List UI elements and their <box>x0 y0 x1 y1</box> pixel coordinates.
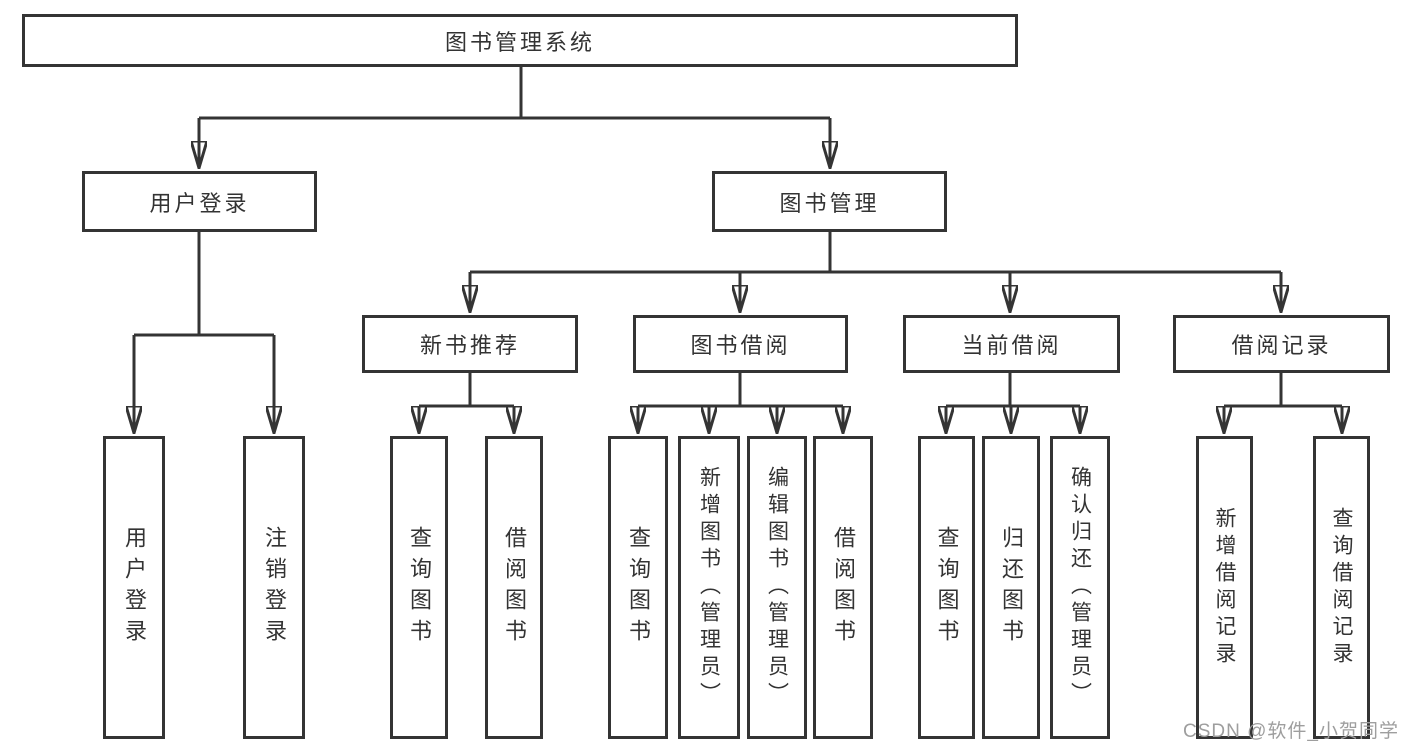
node-user-login: 用户登录 <box>82 171 317 232</box>
leaf-borrow-books-1: 借阅图书 <box>485 436 543 739</box>
leaf-borrow-books-2-label: 借阅图书 <box>831 525 856 650</box>
leaf-query-books-1: 查询图书 <box>390 436 448 739</box>
leaf-confirm-return-label: 确认归还（管理员） <box>1068 466 1092 709</box>
leaf-query-books-2-label: 查询图书 <box>626 525 651 650</box>
leaf-edit-books: 编辑图书（管理员） <box>747 436 807 739</box>
leaf-user-login: 用户登录 <box>103 436 165 739</box>
leaf-logout-label: 注销登录 <box>262 525 287 650</box>
node-book-borrow: 图书借阅 <box>633 315 848 373</box>
node-book-management-label: 图书管理 <box>779 190 880 216</box>
leaf-edit-books-label: 编辑图书（管理员） <box>765 466 789 709</box>
connector-current-borrow-split <box>946 373 1080 408</box>
leaf-logout: 注销登录 <box>243 436 305 739</box>
node-library-system: 图书管理系统 <box>22 14 1018 67</box>
leaf-borrow-books-2: 借阅图书 <box>813 436 873 739</box>
connector-borrow-records-split <box>1224 373 1342 408</box>
connector-book-borrow-split <box>638 373 843 408</box>
node-new-book-recommend-label: 新书推荐 <box>419 333 520 358</box>
node-borrow-records-label: 借阅记录 <box>1231 333 1332 358</box>
leaf-query-books-1-label: 查询图书 <box>407 525 432 650</box>
node-current-borrow: 当前借阅 <box>903 315 1120 373</box>
csdn-watermark: CSDN @软件_小贺同学 <box>1183 721 1399 742</box>
node-book-borrow-label: 图书借阅 <box>690 333 791 358</box>
connector-book-management-split <box>470 232 1281 274</box>
leaf-return-books-label: 归还图书 <box>999 525 1024 650</box>
leaf-add-record: 新增借阅记录 <box>1196 436 1253 739</box>
leaf-query-books-3-label: 查询图书 <box>934 525 960 650</box>
node-borrow-records: 借阅记录 <box>1173 315 1390 373</box>
leaf-confirm-return: 确认归还（管理员） <box>1050 436 1110 739</box>
leaf-add-books: 新增图书（管理员） <box>678 436 740 739</box>
node-new-book-recommend: 新书推荐 <box>362 315 578 373</box>
node-library-system-label: 图书管理系统 <box>444 29 595 55</box>
connector-new-book-split <box>419 373 514 408</box>
node-user-login-label: 用户登录 <box>149 190 250 216</box>
node-book-management: 图书管理 <box>712 171 947 232</box>
leaf-borrow-books-1-label: 借阅图书 <box>502 525 527 650</box>
leaf-query-books-3: 查询图书 <box>918 436 975 739</box>
leaf-query-books-2: 查询图书 <box>608 436 668 739</box>
leaf-add-record-label: 新增借阅记录 <box>1213 506 1236 669</box>
leaf-add-books-label: 新增图书（管理员） <box>697 466 721 709</box>
leaf-user-login-label: 用户登录 <box>122 525 147 650</box>
leaf-query-record-label: 查询借阅记录 <box>1330 506 1353 669</box>
leaf-return-books: 归还图书 <box>982 436 1040 739</box>
node-current-borrow-label: 当前借阅 <box>961 333 1062 358</box>
leaf-query-record: 查询借阅记录 <box>1313 436 1370 739</box>
connector-user-login-split <box>134 232 274 337</box>
